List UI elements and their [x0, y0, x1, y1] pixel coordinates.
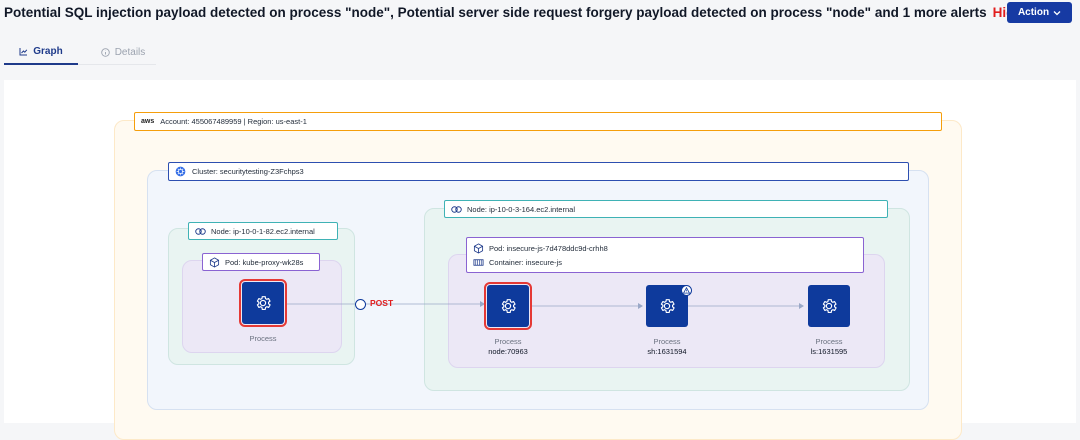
cluster-label: Cluster: securitytesting-Z3Fchps3: [168, 162, 909, 181]
tab-details[interactable]: Details: [90, 39, 156, 65]
node-label-1: Node: ip-10-0-1-82.ec2.internal: [188, 222, 338, 240]
pod-text-1: Pod: kube-proxy-wk28s: [225, 257, 304, 267]
container-text: Container: insecure-js: [489, 257, 562, 267]
gear-icon: [256, 296, 271, 310]
pod-text-2: Pod: insecure-js-7d478ddc9d-crhh8: [489, 243, 608, 253]
graph-edges: [287, 301, 804, 309]
chart-icon: [19, 47, 28, 55]
process-label: Process: [653, 337, 681, 346]
node-text-1: Node: ip-10-0-1-82.ec2.internal: [211, 226, 315, 236]
process-pid: ls:1631595: [810, 347, 848, 356]
warning-icon[interactable]: [681, 285, 692, 296]
process-label: Process: [249, 334, 277, 343]
tab-graph-label: Graph: [33, 45, 63, 57]
tab-graph[interactable]: Graph: [4, 39, 78, 65]
cluster-text: Cluster: securitytesting-Z3Fchps3: [192, 167, 304, 176]
tab-details-label: Details: [114, 46, 146, 58]
warning-triangle-icon: [683, 287, 690, 294]
process-node-2[interactable]: [484, 282, 532, 330]
aws-account-label: aws Account: 455067489959 | Region: us-e…: [134, 112, 942, 131]
tab-bar: Graph Details: [4, 39, 156, 65]
alert-title-text: Potential SQL injection payload detected…: [4, 5, 987, 20]
info-icon: [100, 47, 110, 57]
alert-title: Potential SQL injection payload detected…: [4, 5, 1023, 20]
kubernetes-icon: [175, 166, 186, 177]
process-node-4[interactable]: [808, 285, 850, 327]
edge-network-icon[interactable]: [355, 299, 366, 310]
edge-arrowhead: [480, 301, 485, 307]
aws-logo: aws: [141, 118, 155, 125]
graph-panel: aws Account: 455067489959 | Region: us-e…: [4, 80, 1076, 440]
edge-arrowhead: [638, 303, 643, 309]
pod-cube-icon: [473, 242, 484, 254]
container-icon: [473, 258, 484, 266]
pod-label-1: Pod: kube-proxy-wk28s: [202, 253, 320, 271]
alert-header: Potential SQL injection payload detected…: [0, 0, 1080, 30]
gear-icon: [501, 299, 516, 313]
container-row: Container: insecure-js: [473, 255, 857, 269]
pod-cube-icon: [209, 256, 220, 268]
action-button[interactable]: Action: [1007, 2, 1072, 23]
chevron-down-icon: [1053, 10, 1061, 15]
process-pid: node:70963: [488, 347, 528, 356]
gear-icon: [660, 299, 675, 313]
process-pid: sh:1631594: [647, 347, 687, 356]
node-text-2: Node: ip-10-0-3-164.ec2.internal: [467, 204, 575, 214]
node-icon: [451, 205, 462, 213]
process-node-1[interactable]: [239, 279, 287, 327]
process-label: Process: [815, 337, 843, 346]
process-label: Process: [494, 337, 522, 346]
edge-label-post[interactable]: POST: [370, 298, 394, 308]
pod-row: Pod: insecure-js-7d478ddc9d-crhh8: [473, 241, 857, 255]
action-button-label: Action: [1017, 7, 1050, 18]
node-icon: [195, 227, 206, 235]
gear-icon: [822, 299, 837, 313]
pod-label-2: Pod: insecure-js-7d478ddc9d-crhh8 Contai…: [466, 237, 864, 273]
aws-account-text: Account: 455067489959 | Region: us-east-…: [160, 117, 307, 126]
edge-arrowhead: [799, 303, 804, 309]
node-label-2: Node: ip-10-0-3-164.ec2.internal: [444, 200, 888, 218]
